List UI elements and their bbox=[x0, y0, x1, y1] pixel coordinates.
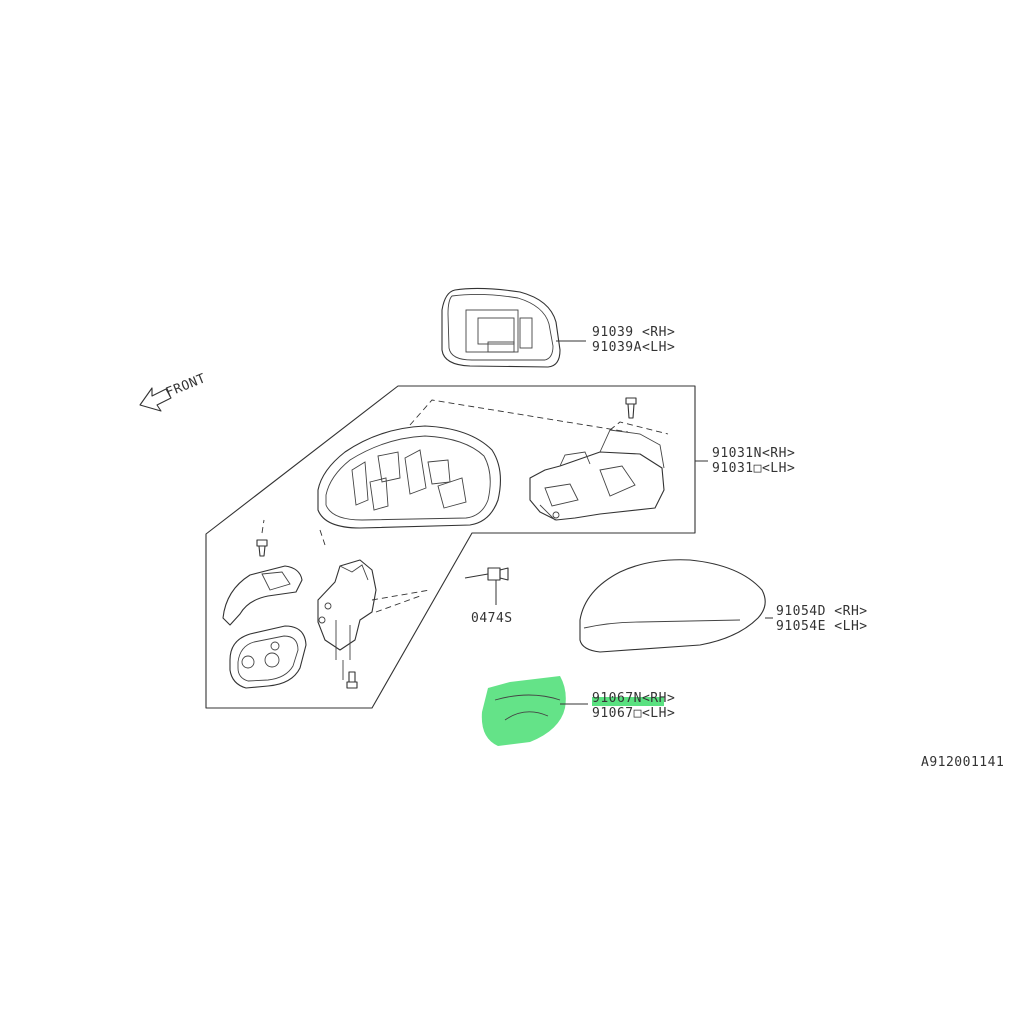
mirror-cover-number-rh: 91054D <RH> bbox=[776, 604, 868, 619]
lower-cover-number-rh: 91067N<RH> bbox=[592, 691, 675, 706]
mirror-assembly-number-lh: 91031□<LH> bbox=[712, 461, 795, 476]
screw-left-icon bbox=[256, 539, 268, 557]
actuator-bracket-part[interactable] bbox=[529, 429, 665, 521]
screw-top-icon bbox=[625, 397, 637, 419]
assembly-boundary bbox=[205, 385, 696, 709]
mirror-glass-number-lh: 91039A<LH> bbox=[592, 340, 675, 355]
mirror-housing-part[interactable] bbox=[317, 425, 501, 529]
screw-part[interactable] bbox=[464, 567, 509, 605]
bezel-part[interactable] bbox=[222, 565, 303, 626]
diagram-id: A912001141 bbox=[921, 755, 1004, 770]
mirror-glass-part[interactable] bbox=[441, 287, 586, 368]
lamp-lens-part[interactable] bbox=[229, 625, 307, 689]
lower-cover-highlight bbox=[481, 676, 566, 746]
part-number-highlight bbox=[592, 697, 664, 706]
lower-cover-number-lh: 91067□<LH> bbox=[592, 706, 675, 721]
screw-bottom-icon bbox=[346, 671, 358, 689]
mirror-assembly-number-rh: 91031N<RH> bbox=[712, 446, 795, 461]
lower-cover-part[interactable] bbox=[481, 676, 588, 746]
mirror-cover-part[interactable] bbox=[579, 559, 773, 653]
mirror-cover-number-lh: 91054E <LH> bbox=[776, 619, 868, 634]
screw-number: 0474S bbox=[471, 611, 513, 626]
motor-unit-part[interactable] bbox=[317, 559, 377, 680]
mirror-glass-number-rh: 91039 <RH> bbox=[592, 325, 675, 340]
